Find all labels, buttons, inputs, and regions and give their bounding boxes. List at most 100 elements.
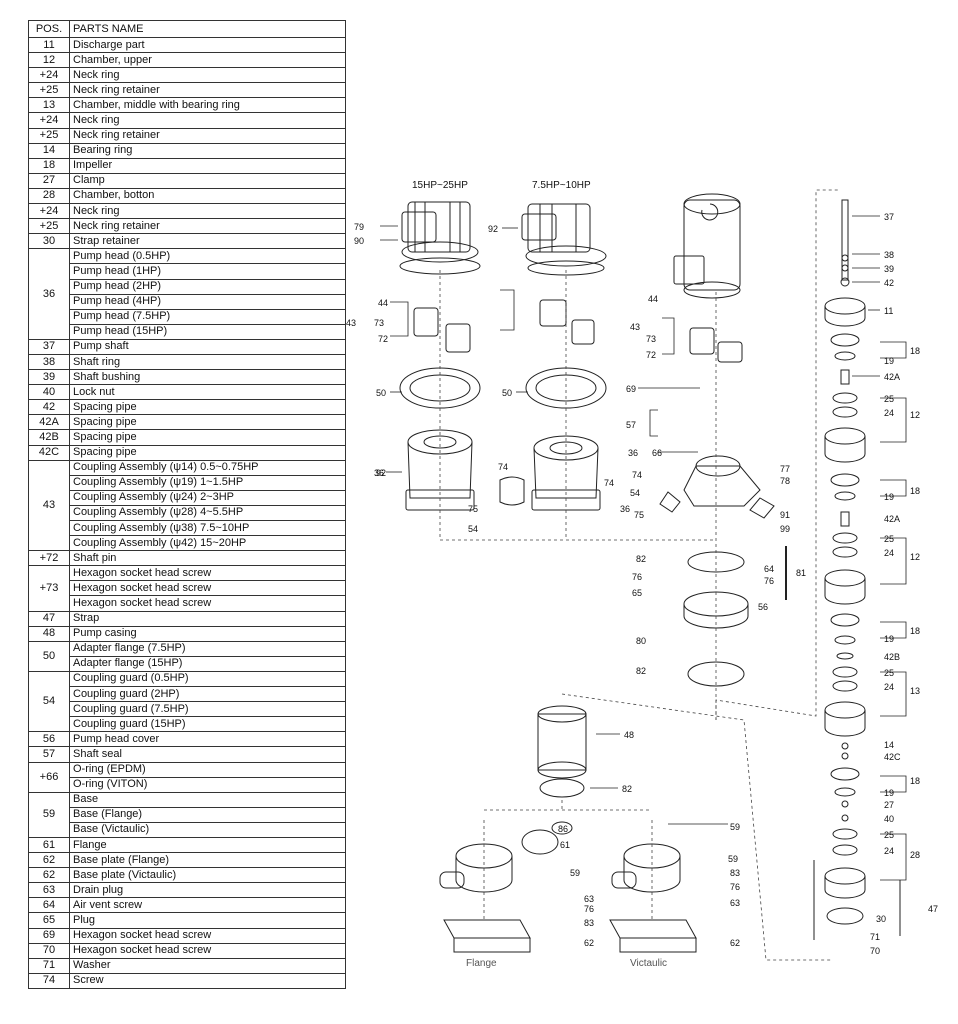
part-position: 28 [28,187,70,205]
table-row: Coupling Assembly (ψ42) 15~20HP [29,535,346,552]
callout-label: 19 [884,356,894,366]
callout-label: 63 [730,898,740,908]
callout-label: 69 [626,384,636,394]
part-name: Lock nut [69,384,346,401]
part-name: O-ring (VITON) [69,776,346,793]
callout-label: 90 [354,236,364,246]
motor-75-10hp-label: 7.5HP~10HP [532,180,591,191]
callout-label: 86 [558,824,568,834]
callout-label: 18 [910,626,920,636]
part-position: 65 [28,912,70,929]
part-position: 48 [28,625,70,642]
callout-label: 48 [624,730,634,740]
table-row: Pump head (4HP) [29,293,346,310]
callout-label: 42A [884,372,900,382]
flange-caption: Flange [466,958,497,969]
part-position: +66 [28,761,70,793]
callout-label: 14 [884,740,894,750]
part-name: Strap [69,610,346,627]
callout-label: 18 [910,486,920,496]
table-row: O-ring (VITON) [29,776,346,793]
table-row: Pump head (15HP) [29,323,346,340]
callout-label: 76 [764,576,774,586]
part-position: 64 [28,897,70,914]
callout-label: 12 [910,552,920,562]
part-name: Pump shaft [69,338,346,355]
part-name: Neck ring retainer [69,218,346,235]
callout-label: 43 [630,322,640,332]
part-name: Pump head (7.5HP) [69,308,346,325]
callout-label: 75 [468,504,478,514]
callout-label: 76 [584,904,594,914]
part-position: 42A [28,414,70,431]
callout-label: 64 [764,564,774,574]
callout-label: 12 [910,410,920,420]
part-name: Hexagon socket head screw [69,927,346,944]
callout-label: 92 [376,468,386,478]
part-position: 42B [28,429,70,446]
callout-label: 28 [910,850,920,860]
part-position: +24 [28,203,70,220]
callout-label: 42B [884,652,900,662]
callout-label: 73 [646,334,656,344]
callout-label: 36 [374,468,384,478]
callout-label: 36 [620,504,630,514]
part-name: Coupling Assembly (ψ14) 0.5~0.75HP [69,459,346,476]
part-name: Bearing ring [69,142,346,159]
callout-label: 25 [884,534,894,544]
callout-label: 62 [730,938,740,948]
part-name: Screw [69,972,346,989]
callout-label: 81 [796,568,806,578]
part-name: Neck ring [69,67,346,84]
callout-label: 82 [622,784,632,794]
part-name: Pump head (15HP) [69,323,346,340]
callout-label: 36 [628,448,638,458]
exploded-parts-diagram: 15HP~25HP 7.5HP~10HP [346,180,938,969]
callout-label: 27 [884,800,894,810]
part-name: Coupling Assembly (ψ42) 15~20HP [69,535,346,552]
callout-label: 39 [884,264,894,274]
table-row: Coupling guard (15HP) [29,716,346,733]
part-name: Washer [69,957,346,974]
callout-label: 59 [730,822,740,832]
part-name: Adapter flange (7.5HP) [69,640,346,657]
motor-15-25hp [399,201,481,275]
callout-label: 76 [632,572,642,582]
part-position: +25 [28,82,70,99]
callout-label: 74 [498,462,508,472]
part-position: 70 [28,942,70,959]
part-position: 39 [28,369,70,386]
part-position: 57 [28,746,70,763]
part-position: +24 [28,67,70,84]
callout-label: 76 [730,882,740,892]
callout-label: 25 [884,394,894,404]
parts-name-column-header: PARTS NAME [69,20,346,38]
victaulic-caption: Victaulic [630,958,667,969]
part-name: Shaft ring [69,353,346,371]
callout-label: 56 [758,602,768,612]
callout-label: 13 [910,686,920,696]
part-name: Base (Flange) [69,806,346,823]
table-header-row: POS. PARTS NAME [28,20,346,38]
part-position: +25 [28,218,70,235]
part-name: Spacing pipe [69,414,346,431]
part-position: 59 [28,791,70,838]
table-row: Coupling guard (7.5HP) [29,701,346,718]
callout-label: 78 [780,476,790,486]
part-name: Spacing pipe [69,399,346,416]
callout-label: 42A [884,514,900,524]
table-row: Coupling Assembly (ψ28) 4~5.5HP [29,504,346,522]
callout-label: 54 [468,524,478,534]
